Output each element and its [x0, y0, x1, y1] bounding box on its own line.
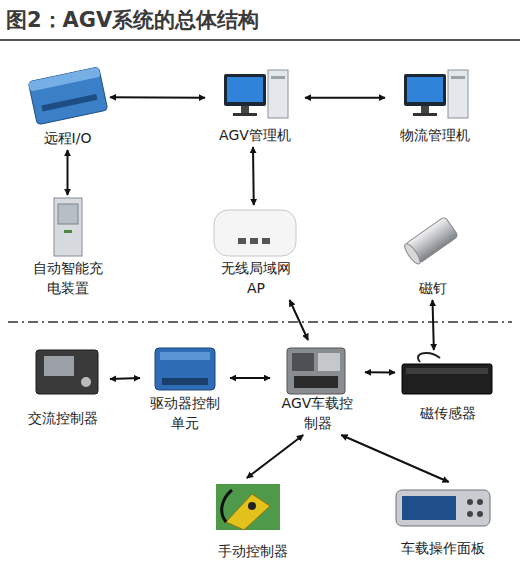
device-node: 磁钉 — [395, 212, 470, 300]
operation-panel-icon — [396, 490, 490, 526]
ap-body — [214, 210, 296, 256]
ap-port — [238, 238, 246, 244]
device-node: 无线局域网 AP — [200, 205, 312, 300]
drive-bay — [271, 76, 285, 79]
controller-body — [287, 348, 345, 394]
device-label: 物流管理机 — [387, 125, 483, 145]
device-label: 无线局域网 AP — [217, 258, 295, 298]
device-label: 磁钉 — [403, 278, 463, 298]
device-top — [28, 67, 101, 92]
unit-body — [155, 348, 215, 390]
pc-icon — [404, 70, 468, 118]
device-node: 交流控制器 — [15, 345, 110, 430]
terminal-strip — [41, 94, 97, 112]
panel-key — [477, 511, 483, 517]
monitor-base — [413, 113, 437, 116]
device-body — [28, 67, 108, 125]
connector-arrow — [252, 147, 255, 205]
device-label: 手动控制器 — [198, 541, 308, 561]
connector-arrow — [230, 377, 270, 379]
connector-arrow — [247, 435, 304, 478]
panel-screen — [402, 496, 456, 520]
pendant-body — [226, 494, 270, 530]
connector-arrow — [67, 150, 69, 195]
boundary-line — [8, 321, 512, 323]
sensor-face — [406, 368, 488, 374]
charger-icon — [54, 198, 82, 256]
controller-panel — [44, 356, 74, 376]
ap-port — [250, 238, 258, 244]
device-node: 远程I/O — [25, 65, 110, 150]
title-rule — [0, 39, 520, 41]
device-label: 交流控制器 — [17, 408, 109, 428]
sensor-body — [402, 364, 492, 394]
device-node: AGV管理机 — [205, 62, 305, 147]
device-label: 远程I/O — [26, 128, 110, 148]
device-label: 自动智能充 电装置 — [30, 258, 106, 298]
monitor-screen — [407, 77, 443, 102]
connector-arrow — [110, 96, 205, 98]
manual-controller-icon — [216, 484, 280, 530]
magnetic-nail-icon — [402, 216, 458, 265]
monitor-screen — [227, 77, 263, 102]
nail-end — [402, 242, 422, 266]
remote-io-icon — [28, 67, 108, 125]
device-node: 车载操作面板 — [380, 482, 505, 560]
pc-tower — [448, 70, 468, 118]
connector-arrow — [305, 97, 385, 99]
connector-arrow — [110, 378, 140, 379]
connector-arrow — [365, 371, 395, 373]
controller-module — [292, 353, 314, 371]
controller-module — [318, 353, 340, 371]
panel-key — [467, 499, 473, 505]
diagram-title: 图2：AGV系统的总体结构 — [6, 6, 259, 34]
monitor-frame — [404, 74, 446, 106]
drive-unit-icon — [155, 348, 215, 390]
connector-arrow — [290, 300, 308, 340]
wireless-ap-icon — [214, 210, 296, 256]
connector-arrow — [341, 435, 449, 482]
ac-controller-icon — [36, 350, 98, 394]
unit-connector — [162, 378, 208, 385]
controller-terminal — [81, 377, 91, 387]
monitor-base — [233, 113, 257, 116]
ap-port — [262, 238, 270, 244]
drive-bay — [451, 76, 465, 79]
cabinet-panel — [58, 204, 78, 224]
monitor-stand — [421, 106, 429, 113]
device-label: AGV车载控 制器 — [273, 393, 363, 433]
device-node: 驱动器控制 单元 — [140, 340, 230, 435]
device-label: 车载操作面板 — [383, 538, 503, 558]
magnetic-sensor-icon — [402, 353, 492, 394]
panel-key — [477, 499, 483, 505]
onboard-controller-icon — [287, 348, 345, 394]
device-node: 物流管理机 — [385, 62, 485, 147]
unit-label — [160, 352, 210, 360]
pc-tower — [268, 70, 288, 118]
photo-background — [216, 484, 280, 530]
pendant-cable — [222, 490, 232, 522]
device-label: 磁传感器 — [398, 403, 498, 423]
connector-arrow — [433, 300, 434, 350]
sensor-cable — [418, 353, 440, 362]
controller-connector — [294, 376, 338, 388]
monitor-stand — [241, 106, 249, 113]
controller-body — [36, 350, 98, 394]
device-node: 手动控制器 — [195, 478, 310, 563]
pendant-button — [248, 502, 256, 510]
device-label: 驱动器控制 单元 — [146, 393, 224, 433]
panel-key — [467, 511, 473, 517]
device-node: 磁传感器 — [395, 350, 500, 425]
monitor-frame — [224, 74, 266, 106]
panel-body — [396, 490, 490, 526]
indicator — [64, 230, 72, 233]
device-node: 自动智能充 电装置 — [20, 195, 115, 300]
cabinet-body — [54, 198, 82, 256]
device-node: AGV车载控 制器 — [270, 340, 365, 435]
device-label: AGV管理机 — [207, 125, 303, 145]
pc-icon — [224, 70, 288, 118]
